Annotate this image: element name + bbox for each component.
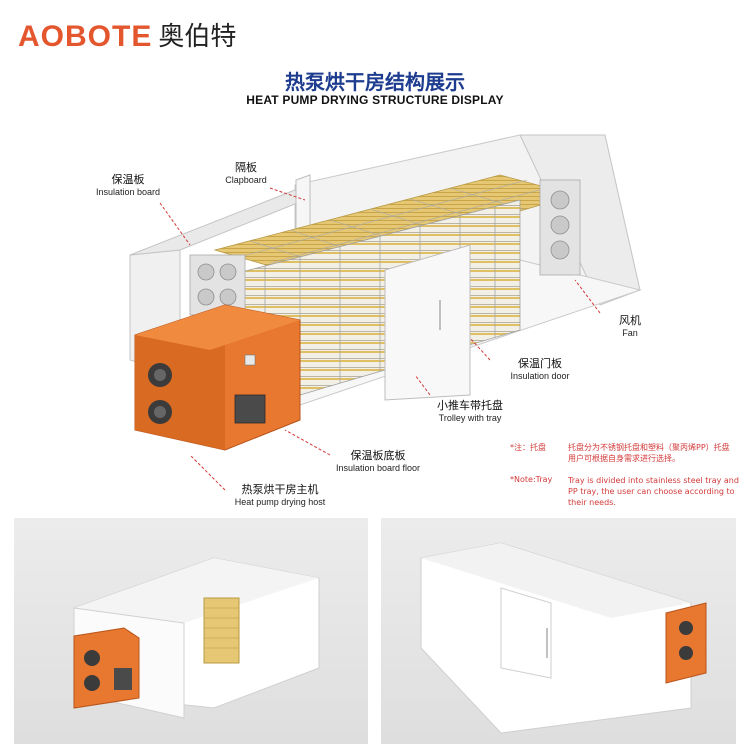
callout-host-en: Heat pump drying host xyxy=(234,496,326,507)
callout-insulation-board: 保温板 Insulation board xyxy=(68,173,188,197)
page-title-en: HEAT PUMP DRYING STRUCTURE DISPLAY xyxy=(246,93,504,107)
callout-trolley-cn: 小推车带托盘 xyxy=(437,399,503,412)
callout-insulation-door: 保温门板 Insulation door xyxy=(490,357,590,381)
callout-floor: 保温板底板 Insulation board floor xyxy=(318,449,438,473)
callout-clapboard: 隔板 Clapboard xyxy=(206,161,286,185)
callout-host: 热泵烘干房主机 Heat pump drying host xyxy=(210,483,350,507)
brand-name-latin: AOBOTE xyxy=(18,20,153,53)
callout-insulation-board-cn: 保温板 xyxy=(111,173,145,186)
callout-insulation-board-en: Insulation board xyxy=(95,186,161,197)
note-text-en: Tray is divided into stainless steel tra… xyxy=(568,476,739,507)
callout-leaders xyxy=(159,187,601,491)
insulation-door xyxy=(384,244,471,401)
photo-room-side-view xyxy=(381,518,736,744)
note-text-cn: 托盘分为不锈钢托盘和塑料（聚丙烯PP）托盘 用户可根据自身需求进行选择。 xyxy=(568,443,730,463)
callout-fan-en: Fan xyxy=(622,327,638,338)
brand-name-cn: 奥伯特 xyxy=(158,22,237,52)
callout-floor-cn: 保温板底板 xyxy=(350,449,406,462)
callout-floor-en: Insulation board floor xyxy=(335,462,421,473)
brand-logo: AOBOTE 奥伯特 xyxy=(18,20,236,54)
fan-stack-left xyxy=(189,254,246,316)
fan-stack-right xyxy=(539,179,581,276)
callout-host-cn: 热泵烘干房主机 xyxy=(241,483,319,496)
callout-fan: 风机 Fan xyxy=(600,314,660,338)
heat-pump-host xyxy=(134,304,301,451)
photo-room-front-view xyxy=(14,518,368,744)
note-label-cn: *注：托盘 xyxy=(510,443,546,452)
note-label-en: *Note:Tray xyxy=(510,475,553,484)
drying-room-illustration xyxy=(129,134,642,491)
callout-trolley: 小推车带托盘 Trolley with tray xyxy=(415,399,525,423)
callout-insulation-door-cn: 保温门板 xyxy=(518,357,562,370)
callout-fan-cn: 风机 xyxy=(619,314,641,327)
callout-trolley-en: Trolley with tray xyxy=(438,412,502,423)
callout-insulation-door-en: Insulation door xyxy=(510,370,570,381)
page-title-cn: 热泵烘干房结构展示 xyxy=(285,70,465,94)
callout-clapboard-en: Clapboard xyxy=(225,174,267,185)
callout-clapboard-cn: 隔板 xyxy=(235,161,257,174)
